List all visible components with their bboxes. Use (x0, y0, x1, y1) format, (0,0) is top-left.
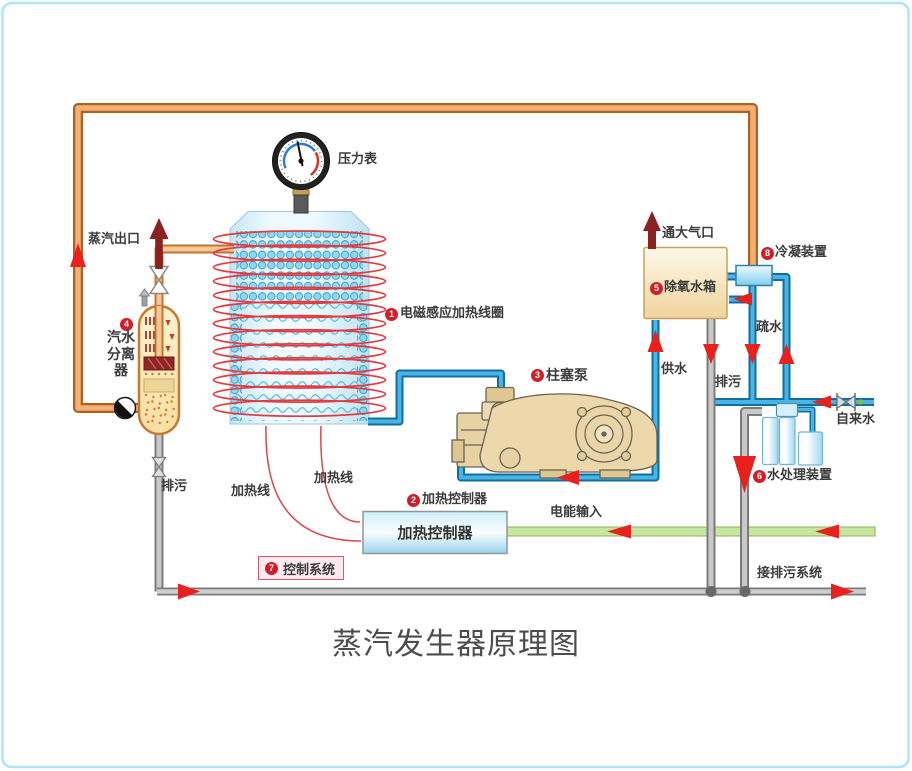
badge-water-treatment: 6 (753, 470, 766, 483)
pressure-gauge (272, 132, 330, 214)
badge-deaerator-tank: 5 (650, 282, 663, 295)
vent-arrow (643, 211, 661, 249)
badge-control-system: 7 (265, 561, 278, 575)
heating-controller-label: 加热控制器 (422, 491, 488, 506)
heating-wire-label-1: 加热线 (231, 483, 271, 498)
badge-heating-controller: 2 (407, 494, 420, 507)
control-system-box: 7 控制系统 (258, 556, 345, 580)
ball-valve-icon (113, 396, 137, 420)
tap-valve-icon (836, 393, 864, 411)
steam-outlet-arrow (149, 218, 169, 269)
separator-label: 汽水 分离 器 (107, 329, 135, 378)
water-treatment-device (761, 402, 824, 466)
water-treatment-label: 水处理装置 (767, 467, 833, 482)
vent-label: 通大气口 (662, 225, 715, 240)
pressure-gauge-label: 压力表 (338, 151, 378, 166)
plunger-pump (451, 386, 658, 479)
condenser-unit (735, 264, 773, 287)
control-system-label: 控制系统 (283, 561, 336, 577)
deaerator-tank-label: 除氧水箱 (664, 279, 717, 294)
gate-valve-icon (148, 265, 170, 295)
heating-coil-label: 电磁感应加热线圈 (400, 305, 505, 320)
steam-water-separator (137, 288, 181, 436)
power-input-label: 电能输入 (550, 504, 603, 519)
blowdown-tank-label: 排污 (715, 374, 742, 389)
badge-condenser: 8 (761, 247, 774, 260)
flow-arrows (70, 243, 854, 600)
blowdown-separator-label: 排污 (161, 478, 188, 493)
heating-wire-label-2: 加热线 (314, 470, 354, 485)
badge-heating-coil: 1 (385, 308, 398, 321)
to-blowdown-system-label: 接排污系统 (757, 565, 823, 580)
trap-drain-label: 疏水 (756, 319, 783, 334)
badge-separator: 4 (120, 318, 133, 331)
induction-coil (212, 230, 387, 418)
feed-water-label: 供水 (661, 361, 688, 376)
deaerator-tank (643, 246, 728, 320)
heating-controller-box (362, 510, 508, 555)
plunger-pump-label: 柱塞泵 (546, 367, 588, 383)
heating-controller-box-text: 加热控制器 (397, 524, 473, 542)
badge-plunger-pump: 3 (531, 369, 544, 382)
condenser-label: 冷凝装置 (775, 244, 828, 259)
drain-valve-icon (151, 456, 167, 478)
steam-outlet-label: 蒸汽出口 (88, 231, 141, 246)
diagram-title: 蒸汽发生器原理图 (332, 628, 580, 661)
heating-wires (265, 425, 362, 542)
tap-water-label: 自来水 (836, 411, 876, 426)
